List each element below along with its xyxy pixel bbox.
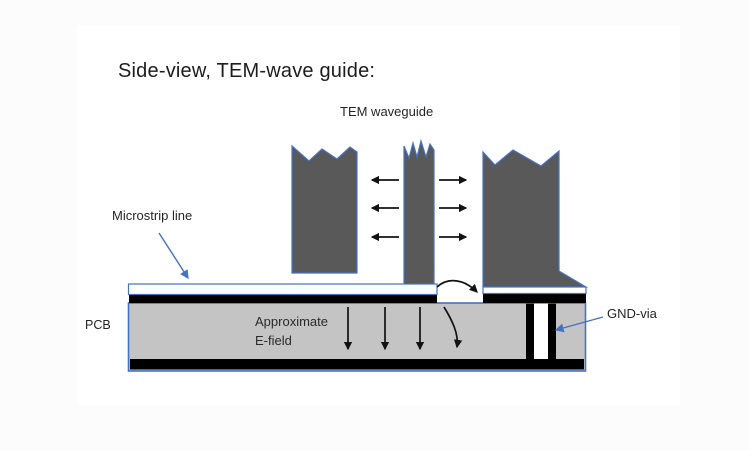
microstrip-line-label: Microstrip line	[112, 208, 193, 223]
efield-arrows	[343, 306, 463, 351]
microstrip-pointer-arrow	[158, 232, 189, 280]
wave-arrows-left	[370, 175, 399, 242]
gnd-via-hole	[534, 302, 548, 360]
wave-arrows-right	[439, 175, 468, 242]
gnd-via-wall-right	[548, 302, 556, 361]
diagram-title: Side-view, TEM-wave guide:	[118, 60, 376, 82]
waveguide-left-wall	[291, 144, 358, 274]
pcb-bottom-ground	[130, 359, 584, 370]
efield-label: Approximate E-field	[255, 313, 328, 350]
pcb-label: PCB	[85, 318, 111, 332]
microstrip-trace	[127, 283, 438, 296]
waveguide-right-wall	[482, 149, 589, 288]
waveguide-center-conductor	[403, 138, 435, 286]
efield-label-line2: E-field	[255, 332, 292, 348]
coupling-arrow	[436, 279, 478, 293]
gnd-via-label: GND-via	[607, 306, 657, 321]
trace-right-section	[482, 286, 587, 295]
tem-waveguide-label: TEM waveguide	[340, 104, 434, 119]
efield-label-line1: Approximate	[255, 314, 328, 329]
efield-curved-arrow	[443, 306, 463, 349]
top-copper-right	[483, 293, 586, 303]
gnd-via-pointer-arrow	[554, 316, 604, 333]
top-copper-left	[129, 294, 437, 303]
gnd-via-wall-left	[526, 302, 534, 361]
